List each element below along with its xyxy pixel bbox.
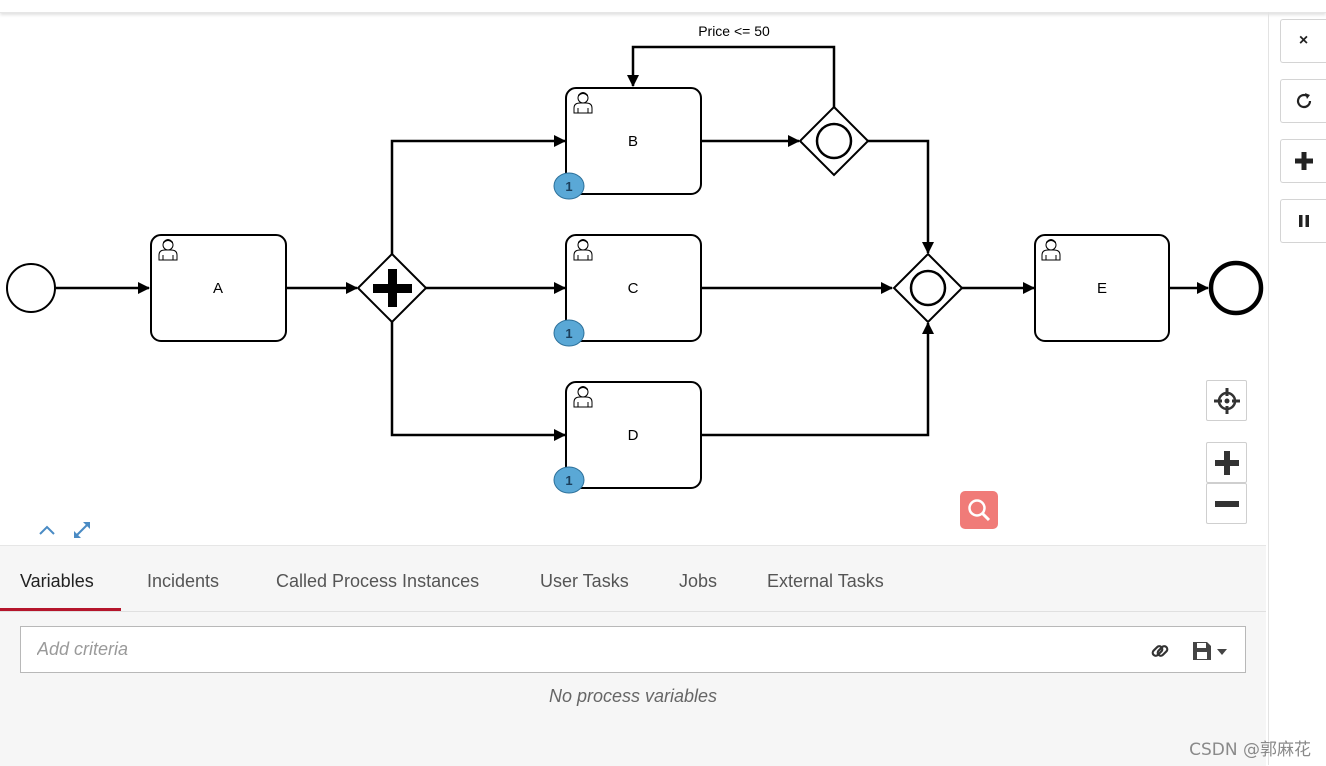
refresh-button[interactable] (1280, 79, 1326, 123)
empty-state-message: No process variables (548, 686, 718, 706)
tab-jobs[interactable]: Jobs (679, 571, 718, 591)
task-b-badge-count: 1 (565, 179, 572, 194)
circle-icon (909, 269, 947, 307)
join-event-gateway[interactable] (892, 252, 964, 324)
add-button[interactable] (1280, 139, 1326, 183)
refresh-icon (1296, 93, 1311, 109)
bpmn-diagram: Price <= 50 A B 1 C 1 D 1 (6, 23, 1264, 494)
start-event[interactable] (6, 263, 56, 313)
task-a-label: A (213, 280, 223, 297)
search-criteria-box (20, 626, 1246, 673)
search-icon (968, 499, 991, 522)
task-a[interactable]: A (150, 234, 287, 342)
link-icon[interactable] (1149, 640, 1171, 662)
task-e[interactable]: E (1034, 234, 1170, 342)
condition-label: Price <= 50 (698, 23, 770, 39)
flow-loop-join (868, 139, 934, 254)
flow-d-join (701, 322, 934, 437)
flow-loop-back (627, 45, 836, 107)
task-c-badge[interactable]: 1 (553, 319, 585, 347)
parallel-gateway[interactable] (356, 252, 428, 324)
top-bar (0, 0, 1326, 13)
task-d-badge[interactable]: 1 (553, 466, 585, 494)
task-d[interactable]: D 1 (553, 381, 702, 494)
sequence-flows (56, 45, 1209, 441)
task-c-label: C (628, 280, 639, 297)
end-event[interactable] (1208, 260, 1264, 316)
zoom-in-button[interactable] (1206, 442, 1247, 483)
task-d-badge-count: 1 (565, 473, 572, 488)
task-b-label: B (628, 133, 638, 150)
flow-split-d (390, 321, 566, 441)
zoom-out-button[interactable] (1206, 483, 1247, 524)
circle-icon (815, 122, 853, 160)
task-b[interactable]: B 1 (553, 87, 702, 200)
reset-zoom-button[interactable] (1206, 380, 1247, 421)
task-d-label: D (628, 427, 639, 444)
save-dropdown[interactable] (1191, 640, 1231, 662)
detail-panel: Variables Incidents Called Process Insta… (0, 545, 1266, 766)
expand-icon (74, 522, 90, 538)
plus-icon (1214, 450, 1239, 475)
loop-event-gateway[interactable] (798, 105, 870, 177)
collapse-button[interactable] (33, 516, 61, 544)
tab-incidents[interactable]: Incidents (147, 571, 220, 591)
tab-variables[interactable]: Variables (0, 560, 121, 611)
close-icon: × (1298, 32, 1309, 49)
close-button[interactable]: × (1280, 19, 1326, 63)
flow-split-b (390, 135, 566, 255)
caret-down-icon (1217, 649, 1227, 655)
tab-external-tasks[interactable]: External Tasks (767, 571, 884, 591)
plus-icon (1294, 152, 1313, 170)
tab-called-process-instances[interactable]: Called Process Instances (276, 571, 480, 591)
save-icon (1193, 642, 1211, 660)
task-c[interactable]: C 1 (553, 234, 702, 347)
task-e-label: E (1097, 280, 1107, 297)
tab-user-tasks[interactable]: User Tasks (540, 571, 629, 591)
fullscreen-button[interactable] (68, 516, 96, 544)
crosshair-icon (1213, 387, 1240, 414)
pause-icon (1298, 215, 1309, 227)
chevron-up-icon (39, 525, 55, 535)
task-c-badge-count: 1 (565, 326, 572, 341)
tab-bar: Variables Incidents Called Process Insta… (0, 546, 1266, 612)
search-button[interactable] (960, 491, 998, 529)
minus-icon (1214, 500, 1239, 507)
task-b-badge[interactable]: 1 (553, 172, 585, 200)
side-divider (1268, 12, 1269, 765)
watermark: CSDN @郭麻花 (1189, 740, 1311, 760)
criteria-input[interactable] (37, 627, 1117, 672)
suspend-button[interactable] (1280, 199, 1326, 243)
